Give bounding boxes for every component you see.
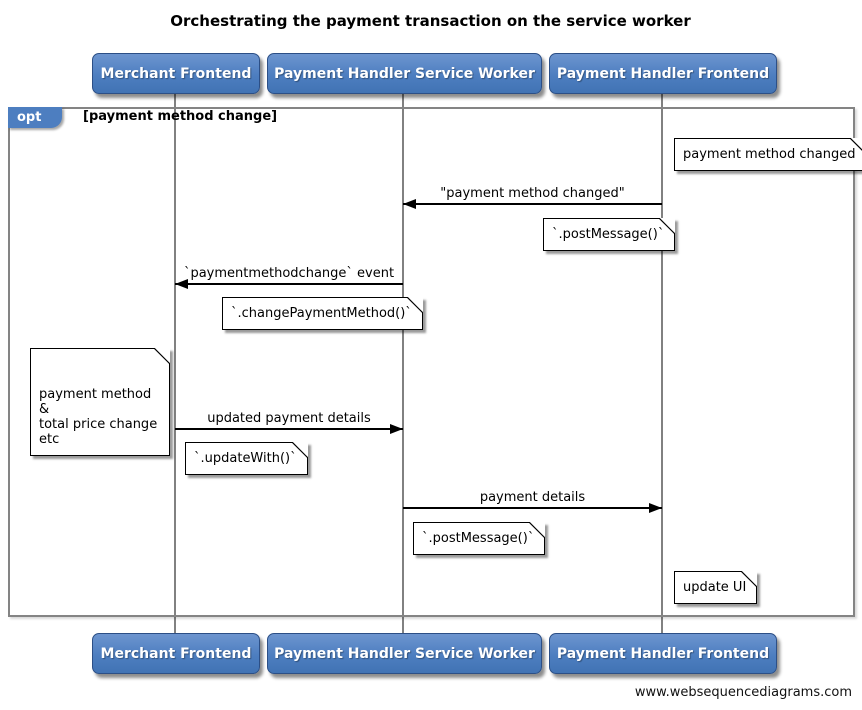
note-payment-method-changed: payment method changed [674,138,862,171]
message-line [175,283,403,285]
message-label: payment details [479,490,586,505]
note-fold-icon [154,348,170,364]
note-fold-icon [291,442,308,458]
watermark: www.websequencediagrams.com [634,685,852,700]
note-fold-icon [406,297,423,313]
lifeline-merchant-frontend [174,92,176,633]
note-text: `.updateWith()` [194,451,297,466]
actor-bottom-payment-handler-service-worker: Payment Handler Service Worker [267,633,542,674]
arrowhead-left-icon [403,199,416,209]
note-text: payment method & total price change etc [39,387,158,447]
arrowhead-right-icon [649,503,662,513]
actor-top-payment-handler-frontend: Payment Handler Frontend [549,53,777,94]
note-fold-icon [741,571,758,587]
lifeline-payment-handler-frontend [661,92,663,633]
note-fold-icon [850,138,862,151]
note-update-with: `.updateWith()` [185,442,308,475]
note-post-message-2: `.postMessage()` [413,522,546,555]
diagram-title: Orchestrating the payment transaction on… [170,12,691,30]
note-text: `.changePaymentMethod()` [231,306,412,321]
message-line [175,428,403,430]
note-payment-method-total-price: payment method & total price change etc [30,348,170,456]
note-text: payment method changed [683,147,856,162]
note-fold-icon [659,218,676,234]
note-change-payment-method: `.changePaymentMethod()` [222,297,423,330]
message-label: updated payment details [207,411,371,426]
note-text: `.postMessage()` [422,531,535,546]
actor-bottom-merchant-frontend: Merchant Frontend [92,633,260,674]
message-line [403,507,662,509]
note-post-message-1: `.postMessage()` [543,218,676,251]
message-line [403,203,662,205]
lifeline-payment-handler-service-worker [402,92,404,633]
note-text: `.postMessage()` [552,227,665,242]
message-label: "payment method changed" [440,186,625,201]
actor-top-merchant-frontend: Merchant Frontend [92,53,260,94]
actor-bottom-payment-handler-frontend: Payment Handler Frontend [549,633,777,674]
arrowhead-right-icon [390,424,403,434]
note-text: update UI [683,580,747,595]
opt-guard-label: [payment method change] [83,109,278,124]
actor-top-payment-handler-service-worker: Payment Handler Service Worker [267,53,542,94]
opt-frame [8,107,855,617]
arrowhead-left-icon [175,279,188,289]
note-fold-icon [529,522,546,538]
message-label: `paymentmethodchange` event [183,266,395,281]
opt-operator-tab: opt [8,107,62,128]
note-update-ui: update UI [674,571,758,604]
